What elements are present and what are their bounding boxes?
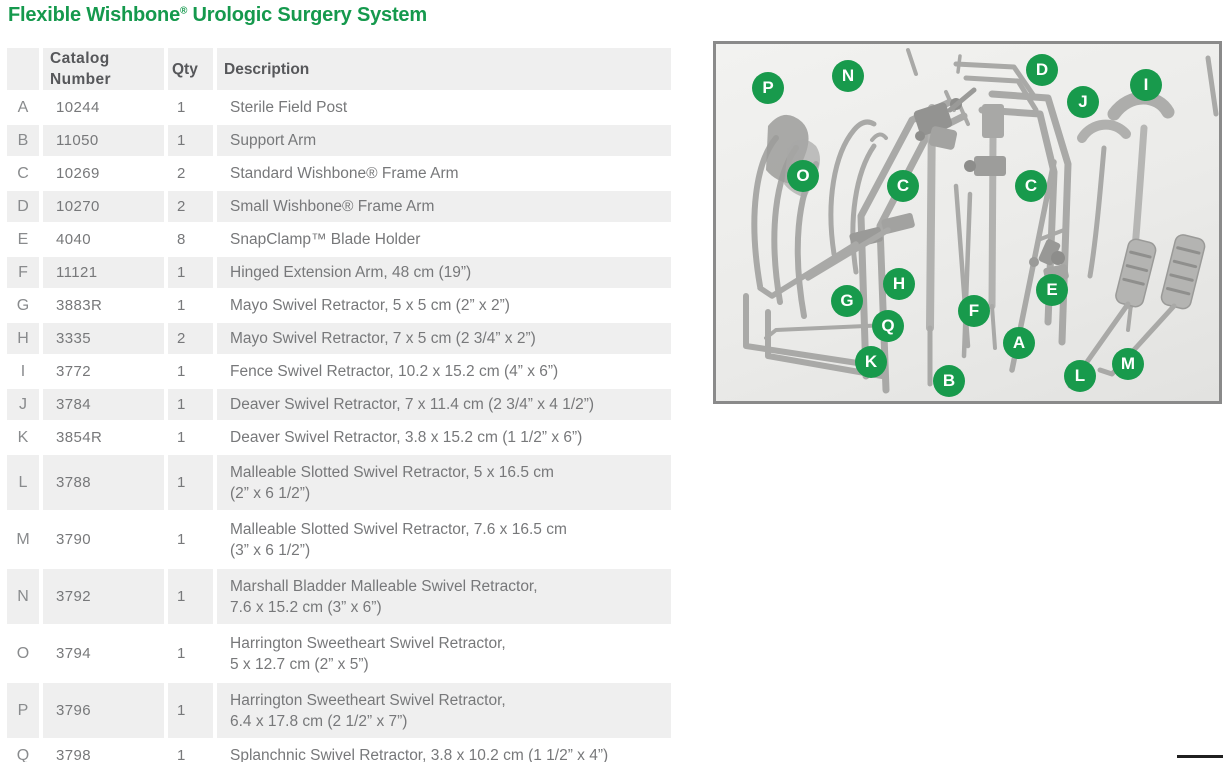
table-cell-letter: G (7, 290, 39, 321)
table-cell-description: Mayo Swivel Retractor, 5 x 5 cm (2” x 2”… (217, 290, 671, 321)
table-cell-qty: 1 (168, 290, 213, 321)
table-cell-catalog: 3792 (43, 569, 164, 624)
photo-label-K: K (855, 346, 887, 378)
table-cell-letter: I (7, 356, 39, 387)
table-cell-description: Harrington Sweetheart Swivel Retractor, … (217, 683, 671, 738)
table-cell-qty: 2 (168, 323, 213, 354)
table-cell-letter: Q (7, 740, 39, 762)
table-cell-catalog: 3883R (43, 290, 164, 321)
table-cell-catalog: 3784 (43, 389, 164, 420)
table-cell-catalog: 3772 (43, 356, 164, 387)
table-cell-qty: 8 (168, 224, 213, 255)
table-cell-description: Standard Wishbone® Frame Arm (217, 158, 671, 189)
table-cell-letter: P (7, 683, 39, 738)
header-letter (7, 48, 39, 90)
table-cell-description: Small Wishbone® Frame Arm (217, 191, 671, 222)
table-cell-description: Fence Swivel Retractor, 10.2 x 15.2 cm (… (217, 356, 671, 387)
table-cell-qty: 1 (168, 356, 213, 387)
photo-label-G: G (831, 285, 863, 317)
table-cell-catalog: 10270 (43, 191, 164, 222)
table-cell-qty: 1 (168, 455, 213, 510)
table-cell-description: Support Arm (217, 125, 671, 156)
table-cell-qty: 1 (168, 92, 213, 123)
table-cell-qty: 1 (168, 422, 213, 453)
table-cell-qty: 1 (168, 626, 213, 681)
table-cell-letter: H (7, 323, 39, 354)
table-cell-qty: 1 (168, 569, 213, 624)
table-cell-description: Deaver Swivel Retractor, 3.8 x 15.2 cm (… (217, 422, 671, 453)
table-cell-description: Sterile Field Post (217, 92, 671, 123)
photo-label-N: N (832, 60, 864, 92)
photo-label-C: C (887, 170, 919, 202)
table-cell-catalog: 3854R (43, 422, 164, 453)
title-text: Flexible Wishbone (8, 4, 181, 26)
table-cell-catalog: 3794 (43, 626, 164, 681)
table-cell-letter: J (7, 389, 39, 420)
table-cell-description: Splanchnic Swivel Retractor, 3.8 x 10.2 … (217, 740, 671, 762)
table-cell-letter: F (7, 257, 39, 288)
photo-label-D: D (1026, 54, 1058, 86)
header-description: Description (217, 48, 671, 90)
table-cell-catalog: 11121 (43, 257, 164, 288)
photo-label-A: A (1003, 327, 1035, 359)
table-cell-catalog: 3788 (43, 455, 164, 510)
table-cell-description: Harrington Sweetheart Swivel Retractor, … (217, 626, 671, 681)
table-cell-qty: 1 (168, 389, 213, 420)
table-cell-description: Marshall Bladder Malleable Swivel Retrac… (217, 569, 671, 624)
table-cell-description: Malleable Slotted Swivel Retractor, 7.6 … (217, 512, 671, 567)
table-cell-letter: B (7, 125, 39, 156)
header-qty: Qty (168, 48, 213, 90)
table-cell-description: Malleable Slotted Swivel Retractor, 5 x … (217, 455, 671, 510)
table-cell-letter: D (7, 191, 39, 222)
photo-label-B: B (933, 365, 965, 397)
table-cell-description: Mayo Swivel Retractor, 7 x 5 cm (2 3/4” … (217, 323, 671, 354)
table-cell-catalog: 10244 (43, 92, 164, 123)
table-cell-catalog: 3798 (43, 740, 164, 762)
table-cell-catalog: 10269 (43, 158, 164, 189)
table-cell-qty: 1 (168, 512, 213, 567)
photo-label-L: L (1064, 360, 1096, 392)
table-cell-description: SnapClamp™ Blade Holder (217, 224, 671, 255)
photo-label-H: H (883, 268, 915, 300)
title-text-rest: Urologic Surgery System (187, 4, 428, 26)
table-cell-catalog: 3796 (43, 683, 164, 738)
table-cell-catalog: 3335 (43, 323, 164, 354)
photo-label-P: P (752, 72, 784, 104)
photo-label-C: C (1015, 170, 1047, 202)
photo-label-Q: Q (872, 310, 904, 342)
table-cell-description: Hinged Extension Arm, 48 cm (19”) (217, 257, 671, 288)
table-cell-qty: 2 (168, 158, 213, 189)
table-cell-qty: 1 (168, 125, 213, 156)
table-cell-letter: O (7, 626, 39, 681)
photo-label-E: E (1036, 274, 1068, 306)
photo-label-M: M (1112, 348, 1144, 380)
photo-label-F: F (958, 295, 990, 327)
page-title: Flexible Wishbone® Urologic Surgery Syst… (8, 4, 427, 27)
table-cell-letter: K (7, 422, 39, 453)
header-catalog-number: Catalog Number (43, 48, 164, 90)
table-cell-qty: 1 (168, 257, 213, 288)
table-cell-letter: C (7, 158, 39, 189)
table-cell-catalog: 11050 (43, 125, 164, 156)
table-cell-catalog: 4040 (43, 224, 164, 255)
registered-mark: ® (180, 5, 188, 17)
table-cell-letter: N (7, 569, 39, 624)
table-cell-letter: M (7, 512, 39, 567)
photo-label-I: I (1130, 69, 1162, 101)
table-cell-description: Deaver Swivel Retractor, 7 x 11.4 cm (2 … (217, 389, 671, 420)
table-cell-qty: 1 (168, 740, 213, 762)
photo-label-O: O (787, 160, 819, 192)
table-cell-qty: 2 (168, 191, 213, 222)
table-cell-letter: E (7, 224, 39, 255)
page-edge-rule (1177, 755, 1223, 758)
table-cell-catalog: 3790 (43, 512, 164, 567)
table-cell-letter: L (7, 455, 39, 510)
photo-label-J: J (1067, 86, 1099, 118)
table-cell-letter: A (7, 92, 39, 123)
table-cell-qty: 1 (168, 683, 213, 738)
